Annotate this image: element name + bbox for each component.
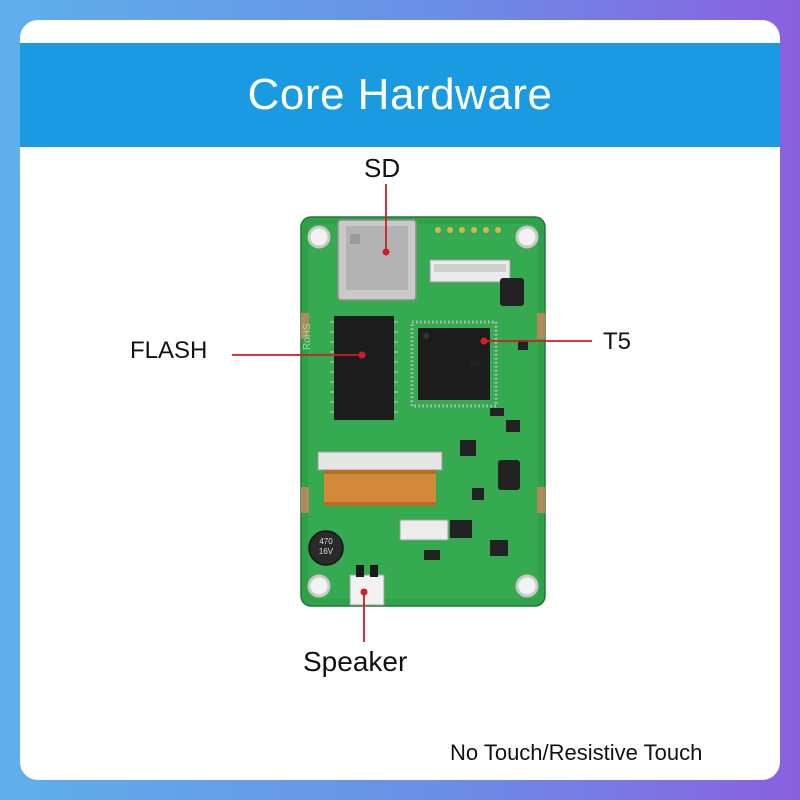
flash-chip [330,316,398,420]
small-components [424,278,528,560]
mounting-holes [307,225,539,598]
t5-pointer-dot [480,337,488,345]
board-marking: RoHS [302,323,313,350]
header-banner: Core Hardware [20,43,780,147]
svg-text:16V: 16V [319,547,334,556]
speaker-pointer-dot [360,588,368,596]
flash-label: FLASH [130,337,208,364]
flash-pointer-dot [358,351,366,359]
bottom-connector [399,519,449,541]
capacitor-text: 470 [319,537,333,546]
top-fpc-connector [429,227,511,283]
content-card: Core Hardware [20,20,780,780]
speaker-label: Speaker [303,646,408,677]
lcd-ribbon-connector [317,451,443,506]
board-diagram: 470 16V RoHS [232,184,592,642]
sd-card-slot [337,219,417,301]
sd-label: SD [364,153,401,183]
capacitor: 470 16V [308,530,344,566]
speaker-connector [349,565,385,606]
t5-chip [410,320,498,408]
t5-label: T5 [603,328,632,355]
callout-lines [232,184,592,642]
page-title: Core Hardware [247,70,553,119]
sd-pointer-dot [382,248,390,256]
touch-variant-note: No Touch/Resistive Touch [450,740,703,765]
